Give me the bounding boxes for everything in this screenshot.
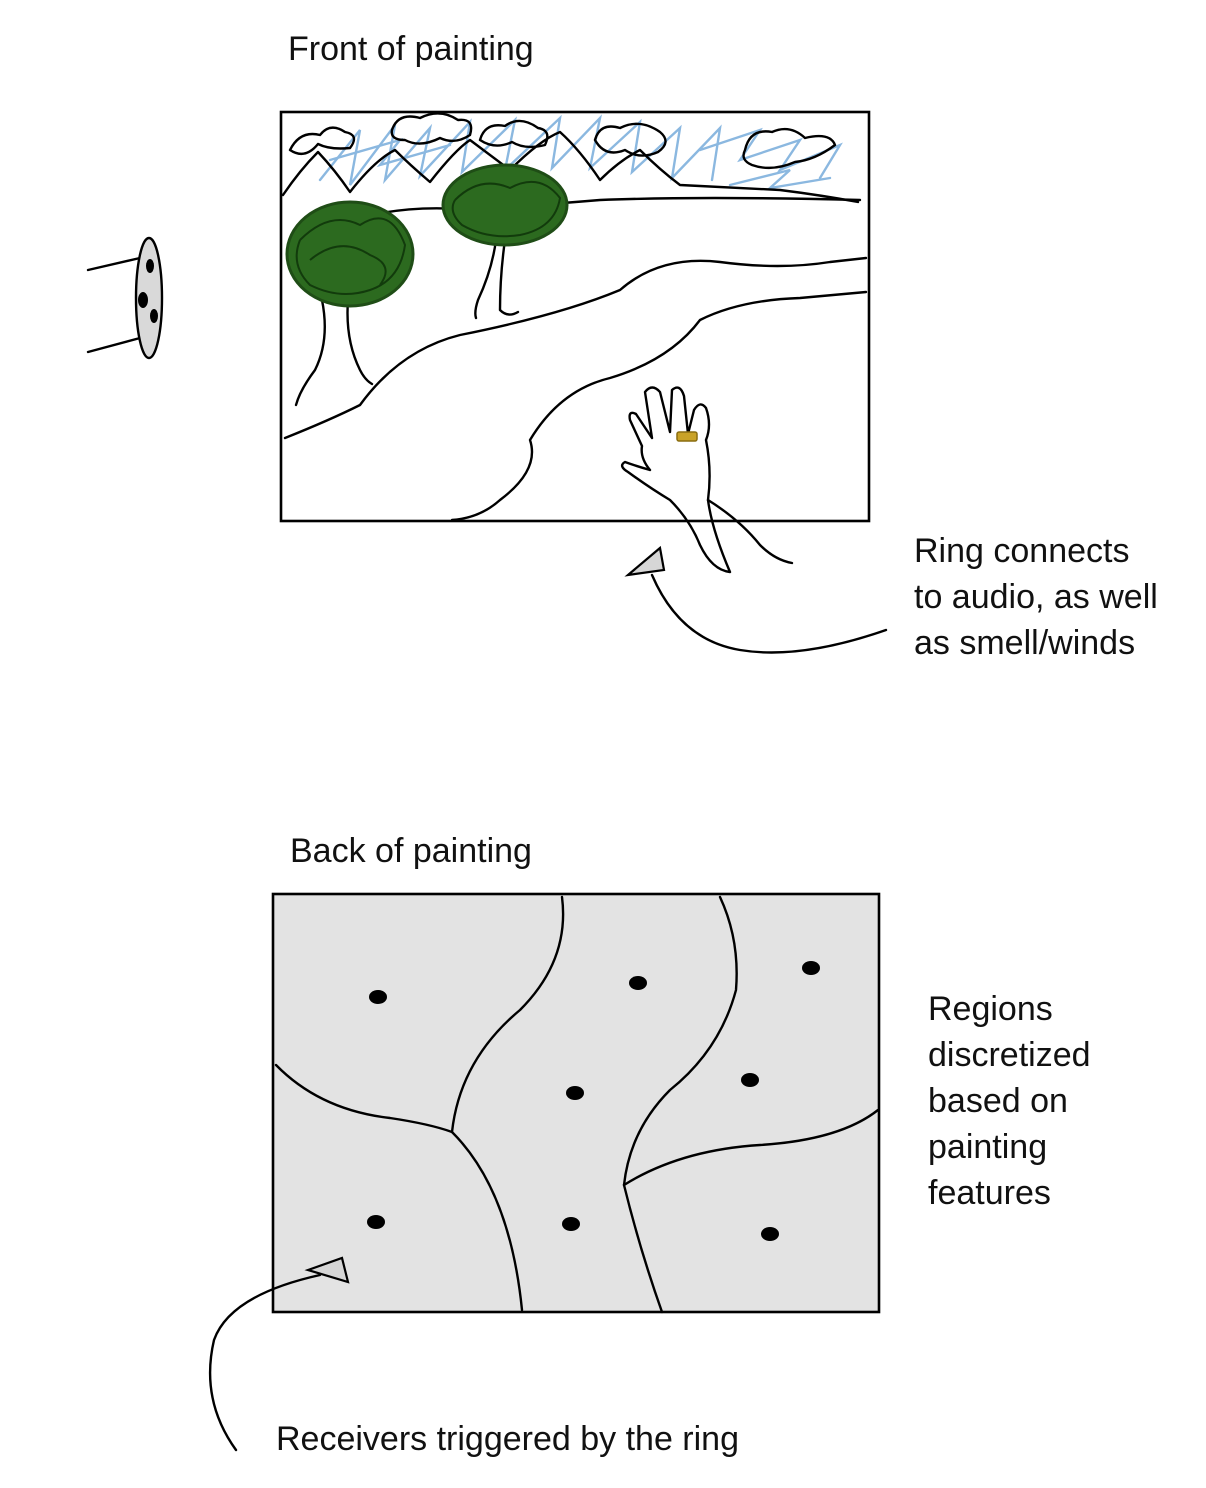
front-painting <box>279 110 871 523</box>
receiver-dot-icon <box>562 1217 580 1231</box>
receiver-dot-icon <box>629 976 647 990</box>
clouds <box>288 112 837 170</box>
receiver-dot-icon <box>367 1215 385 1229</box>
mountain-line <box>281 130 860 204</box>
back-painting <box>271 892 881 1314</box>
receiver-dot-icon <box>761 1227 779 1241</box>
ring-arrow <box>624 545 888 654</box>
receiver-dots <box>367 961 820 1241</box>
hand-icon <box>620 386 794 574</box>
receivers-note: Receivers triggered by the ring <box>276 1420 740 1458</box>
regions-note: Regions discretized based on painting fe… <box>928 990 1091 1212</box>
receiver-dot-icon <box>566 1086 584 1100</box>
receiver-dot-icon <box>741 1073 759 1087</box>
front-painting-title: Front of painting <box>288 30 534 68</box>
receiver-dot-icon <box>802 961 820 975</box>
tree-right <box>441 163 569 320</box>
river-upper-edge <box>283 256 868 440</box>
receivers-arrow <box>208 1256 350 1452</box>
ring-icon <box>676 431 698 442</box>
projector-icon <box>86 236 164 360</box>
back-painting-title: Back of painting <box>290 832 532 870</box>
tree-left <box>285 200 415 407</box>
river-lower-edge <box>450 290 868 522</box>
region-boundaries <box>274 895 880 1314</box>
receiver-dot-icon <box>369 990 387 1004</box>
ring-note: Ring connects to audio, as well as smell… <box>914 532 1158 662</box>
